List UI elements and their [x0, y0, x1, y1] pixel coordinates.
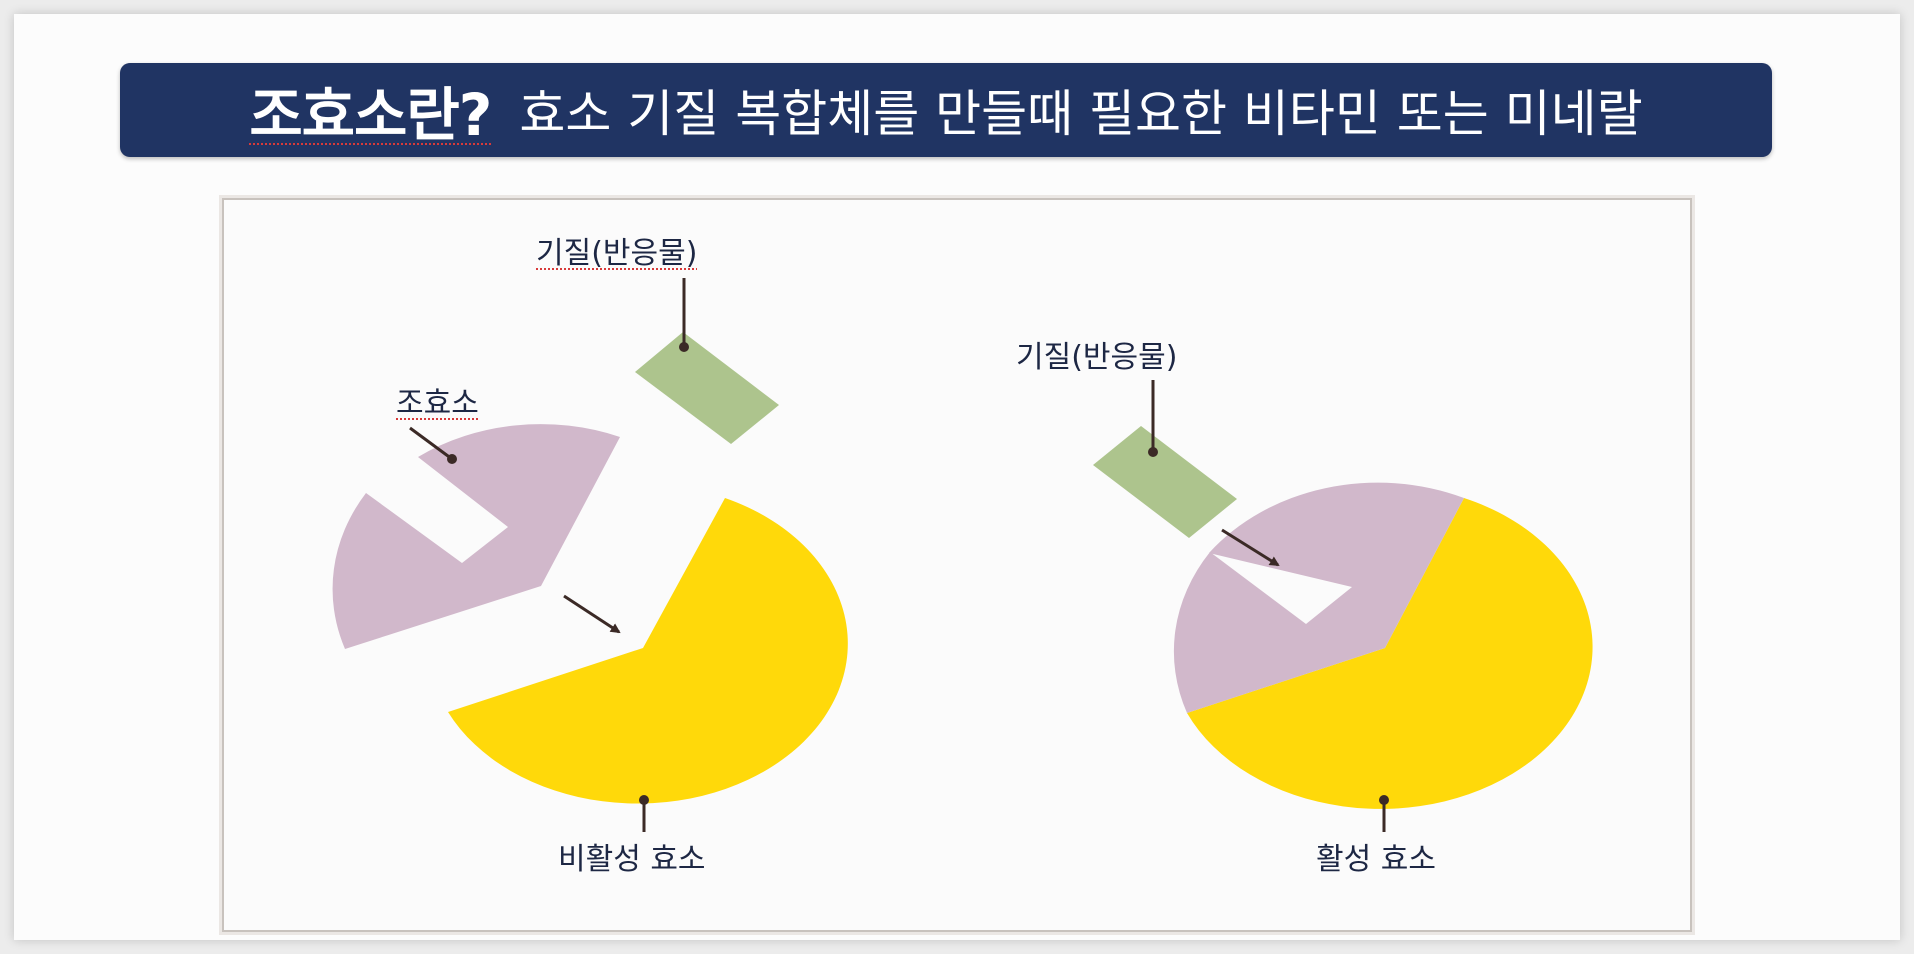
active-enzyme-yellow [1187, 498, 1593, 809]
left-substrate-label: 기질(반응물) [536, 228, 697, 272]
coenzyme-pointer-dot [447, 454, 457, 464]
title-main: 조효소란? [249, 81, 492, 149]
left-substrate-shape [635, 332, 779, 444]
coenzyme-label-text: 조효소 [396, 386, 479, 421]
inactive-enzyme-pointer-dot [639, 795, 649, 805]
inactive-enzyme-shape [448, 498, 848, 804]
left-binding-arrow [563, 594, 621, 634]
inactive-enzyme-label-text: 비활성 효소 [558, 842, 706, 877]
right-substrate-pointer-dot [1148, 447, 1158, 457]
coenzyme-label: 조효소 [396, 378, 479, 422]
coenzyme-pointer [409, 426, 453, 461]
coenzyme-shape [332, 424, 620, 649]
right-binding-arrow [1221, 528, 1280, 567]
left-substrate-pointer-dot [679, 342, 689, 352]
active-enzyme-coenzyme [1173, 482, 1464, 713]
inactive-enzyme-label: 비활성 효소 [558, 834, 706, 878]
active-enzyme-pointer-dot [1379, 795, 1389, 805]
right-substrate-label-text: 기질(반응물) [1016, 340, 1178, 375]
active-enzyme-label: 활성 효소 [1316, 834, 1436, 878]
left-substrate-label-text: 기질(반응물) [536, 236, 698, 271]
right-substrate-shape [1093, 426, 1237, 538]
title-subtitle: 효소 기질 복합체를 만들때 필요한 비타민 또는 미네랄 [519, 85, 1643, 143]
active-enzyme-label-text: 활성 효소 [1316, 842, 1436, 877]
right-substrate-label: 기질(반응물) [1016, 332, 1177, 376]
title-bar: 조효소란? 효소 기질 복합체를 만들때 필요한 비타민 또는 미네랄 [120, 63, 1772, 157]
